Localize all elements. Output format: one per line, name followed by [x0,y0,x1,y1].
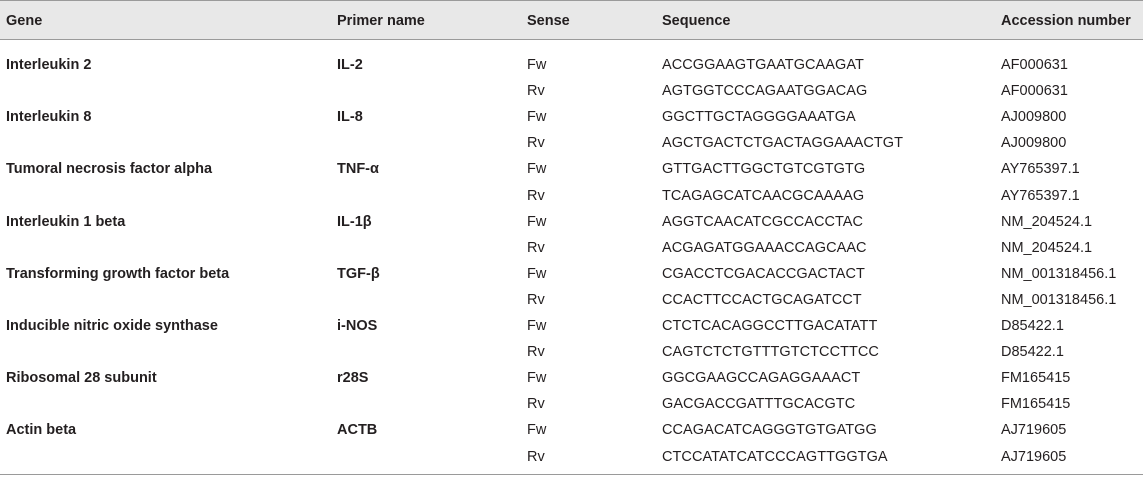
cell-primer-name: TGF-β [337,265,380,282]
cell-sequence: CAGTCTCTGTTTGTCTCCTTCC [662,344,879,361]
cell-gene: Transforming growth factor beta [6,265,230,282]
cell-sense: Fw [527,213,547,230]
header-accession-number: Accession number [1001,13,1131,29]
cell-accession-number: FM165415 [1001,370,1071,387]
cell-accession-number: NM_001318456.1 [1001,265,1117,282]
cell-primer-name: r28S [337,370,369,387]
cell-sequence: CCACTTCCACTGCAGATCCT [662,291,862,308]
cell-sequence: ACCGGAAGTGAATGCAAGAT [662,57,864,73]
table-row: Rv AGTGGTCCCAGAATGGACAG AF000631 [0,78,1143,104]
cell-sense: Fw [527,57,547,73]
cell-sense: Rv [527,396,545,413]
table-row: Interleukin 1 beta IL-1β Fw AGGTCAACATCGCCA… [0,209,1143,235]
cell-sense: Rv [527,239,545,256]
table-row: Rv CCACTTCCACTGCAGATCCT NM_001318456.1 [0,287,1143,313]
table-row: Rv GACGACCGATTTGCACGTC FM165415 [0,391,1143,417]
cell-sense: Rv [527,187,545,204]
cell-sense: Rv [527,83,545,100]
cell-sequence: GACGACCGATTTGCACGTC [662,396,856,413]
cell-accession-number: AJ009800 [1001,135,1067,152]
table-row: Rv AGCTGACTCTGACTAGGAAACTGT AJ009800 [0,130,1143,156]
cell-sequence: CGACCTCGACACCGACTACT [662,265,865,282]
cell-accession-number: NM_001318456.1 [1001,291,1117,308]
cell-primer-name: IL-2 [337,57,363,73]
cell-sequence: ACGAGATGGAAACCAGCAAC [662,239,867,256]
cell-sequence: AGGTCAACATCGCCACCTAC [662,213,864,230]
cell-sense: Fw [527,109,547,126]
cell-accession-number: AY765397.1 [1001,161,1080,178]
cell-primer-name: i-NOS [337,318,378,334]
cell-sense: Rv [527,448,545,465]
cell-sequence: TCAGAGCATCAACGCAAAAG [662,187,865,204]
cell-accession-number: AJ009800 [1001,109,1067,126]
table-row: Interleukin 8 IL-8 Fw GGCTTGCTAGGGGAAATGA AJ… [0,104,1143,130]
cell-accession-number: FM165415 [1001,396,1071,413]
cell-accession-number: NM_204524.1 [1001,213,1093,230]
cell-sense: Fw [527,265,547,282]
table-row: Rv CTCCATATCATCCCAGTTGGTGA AJ719605 [0,444,1143,470]
cell-sense: Rv [527,291,545,308]
cell-gene: Ribosomal 28 subunit [6,370,157,387]
cell-accession-number: AY765397.1 [1001,187,1080,204]
header-sense: Sense [527,13,570,29]
cell-sense: Rv [527,344,545,361]
cell-sequence: AGTGGTCCCAGAATGGACAG [662,83,868,100]
table-row: Inducible nitric oxide synthase i-NOS Fw CT… [0,313,1143,339]
cell-sense: Rv [527,135,545,152]
cell-accession-number: AF000631 [1001,57,1068,73]
table-row: Tumoral necrosis factor alpha TNF-α Fw GTTG… [0,156,1143,182]
cell-accession-number: NM_204524.1 [1001,239,1093,256]
cell-sequence: CTCCATATCATCCCAGTTGGTGA [662,448,888,465]
table-row: Rv TCAGAGCATCAACGCAAAAG AY765397.1 [0,183,1143,209]
table-header: Gene Primer name Sense Sequence Accessio… [0,0,1143,40]
table-bottom-rule [0,474,1143,475]
header-primer-name: Primer name [337,13,425,29]
cell-gene: Interleukin 1 beta [6,213,126,230]
header-gene: Gene [6,13,43,29]
cell-sequence: GGCTTGCTAGGGGAAATGA [662,109,856,126]
cell-accession-number: D85422.1 [1001,318,1064,334]
cell-primer-name: IL-1β [337,213,372,230]
cell-sense: Fw [527,422,547,439]
cell-primer-name: ACTB [337,422,378,439]
cell-sequence: CTCTCACAGGCCTTGACATATT [662,318,878,334]
cell-sequence: AGCTGACTCTGACTAGGAAACTGT [662,135,903,152]
cell-primer-name: TNF-α [337,161,379,178]
cell-gene: Actin beta [6,422,77,439]
table-row: Actin beta ACTB Fw CCAGACATCAGGGTGTGATGG AJ7… [0,417,1143,443]
cell-accession-number: AJ719605 [1001,422,1067,439]
cell-accession-number: AJ719605 [1001,448,1067,465]
header-sequence: Sequence [662,13,731,29]
cell-accession-number: D85422.1 [1001,344,1064,361]
cell-sequence: GTTGACTTGGCTGTCGTGTG [662,161,866,178]
table-row: Rv CAGTCTCTGTTTGTCTCCTTCC D85422.1 [0,339,1143,365]
cell-primer-name: IL-8 [337,109,363,126]
cell-sequence: GGCGAAGCCAGAGGAAACT [662,370,861,387]
cell-gene: Tumoral necrosis factor alpha [6,161,213,178]
table-row: Ribosomal 28 subunit r28S Fw GGCGAAGCCAGAGG… [0,365,1143,391]
cell-gene: Inducible nitric oxide synthase [6,318,218,334]
cell-sense: Fw [527,370,547,387]
cell-sequence: CCAGACATCAGGGTGTGATGG [662,422,877,439]
cell-accession-number: AF000631 [1001,83,1068,100]
cell-gene: Interleukin 2 [6,57,92,73]
cell-gene: Interleukin 8 [6,109,92,126]
table-row: Transforming growth factor beta TGF-β Fw CG… [0,261,1143,287]
cell-sense: Fw [527,318,547,334]
table-row: Rv ACGAGATGGAAACCAGCAAC NM_204524.1 [0,235,1143,261]
cell-sense: Fw [527,161,547,178]
table-row: Interleukin 2 IL-2 Fw ACCGGAAGTGAATGCAAGAT A… [0,52,1143,78]
